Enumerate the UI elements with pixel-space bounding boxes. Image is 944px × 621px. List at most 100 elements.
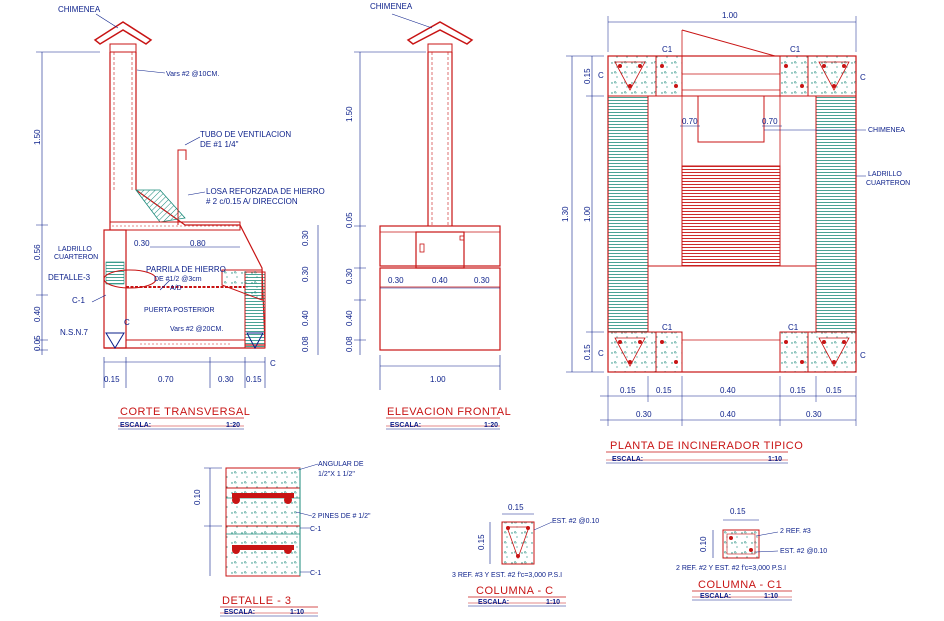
corte-dim-b070: 0.70 bbox=[158, 375, 174, 384]
columna-c bbox=[468, 513, 566, 607]
corte-losa-label-1: LOSA REFORZADA DE HIERRO bbox=[206, 187, 325, 196]
elev-scale-value: 1:20 bbox=[484, 422, 498, 429]
det3-c1-label-a: C-1 bbox=[310, 526, 321, 533]
colc1-dim-015: 0.15 bbox=[730, 507, 746, 516]
planta-incinerador bbox=[566, 16, 866, 464]
corte-dim-030: 0.30 bbox=[134, 239, 150, 248]
corte-escala-label: ESCALA: bbox=[120, 422, 151, 429]
planta-dim-070a: 0.70 bbox=[682, 117, 698, 126]
det3-dim-v010: 0.10 bbox=[193, 489, 202, 505]
colc1-escala-label: ESCALA: bbox=[700, 593, 731, 600]
colc-scale-value: 1:10 bbox=[546, 599, 560, 606]
colc1-spec-label: 2 REF. #2 Y EST. #2 f'c=3,000 P.S.I bbox=[676, 565, 786, 572]
corte-parrilla-label-2: DE #1/2 @3cm bbox=[154, 276, 202, 283]
planta-c-bl: C bbox=[598, 349, 604, 358]
colc-est-label: EST. #2 @0.10 bbox=[552, 518, 599, 525]
colc-escala-label: ESCALA: bbox=[478, 599, 509, 606]
elev-dim-total: 1.00 bbox=[430, 375, 446, 384]
corte-dim-r030b: 0.30 bbox=[301, 266, 310, 282]
det3-angular-label-2: 1/2"X 1 1/2" bbox=[318, 471, 355, 478]
planta-dim-b1-1: 0.15 bbox=[656, 386, 672, 395]
colc1-ref-label: 2 REF. #3 bbox=[780, 528, 811, 535]
colc1-est-label: EST. #2 @0.10 bbox=[780, 548, 827, 555]
corte-parrilla-label-1: PARRILA DE HIERRO bbox=[146, 265, 226, 274]
corte-varas-bottom-label: Vars #2 @20CM. bbox=[170, 326, 223, 333]
corte-dim-r030a: 0.30 bbox=[301, 230, 310, 246]
planta-title: PLANTA DE INCINERADOR TIPICO bbox=[610, 440, 803, 452]
corte-tubo-label-1: TUBO DE VENTILACION bbox=[200, 130, 291, 139]
planta-c1-tr: C1 bbox=[790, 45, 801, 54]
det3-c1-label-b: C-1 bbox=[310, 570, 321, 577]
elev-escala-label: ESCALA: bbox=[390, 422, 421, 429]
corte-dim-v040: 0.40 bbox=[33, 306, 42, 322]
planta-dim-b1-2: 0.40 bbox=[720, 386, 736, 395]
corte-puerta-label: PUERTA POSTERIOR bbox=[144, 307, 215, 314]
corte-detalle-label: DETALLE-3 bbox=[48, 273, 91, 282]
elev-dim-v150: 1.50 bbox=[345, 106, 354, 122]
colc1-dim-v010: 0.10 bbox=[699, 536, 708, 552]
elev-dim-v040: 0.40 bbox=[345, 310, 354, 326]
colc1-scale-value: 1:10 bbox=[764, 593, 778, 600]
elev-dim-v005: 0.05 bbox=[345, 212, 354, 228]
elev-chimenea-label: CHIMENEA bbox=[370, 2, 413, 11]
planta-c-br: C bbox=[860, 351, 866, 360]
corte-c1-label: C-1 bbox=[72, 296, 85, 305]
corte-ladrillo-label-2: CUARTERON bbox=[54, 254, 98, 261]
det3-title: DETALLE - 3 bbox=[222, 595, 292, 607]
detalle-3 bbox=[204, 463, 319, 617]
corte-transversal bbox=[36, 13, 319, 430]
elevacion-frontal bbox=[354, 13, 501, 430]
corte-parrilla-label-3: A/D bbox=[170, 285, 182, 292]
det3-scale-value: 1:10 bbox=[290, 609, 304, 616]
colc-title: COLUMNA - C bbox=[476, 585, 554, 597]
planta-dim-b1-3: 0.15 bbox=[790, 386, 806, 395]
det3-angular-label-1: ANGULAR DE bbox=[318, 461, 364, 468]
corte-dim-b015b: 0.15 bbox=[246, 375, 262, 384]
corte-ladrillo-label-1: LADRILLO bbox=[58, 246, 92, 253]
colc-spec-label: 3 REF. #3 Y EST. #2 f'c=3,000 P.S.I bbox=[452, 572, 562, 579]
elev-title: ELEVACION FRONTAL bbox=[387, 406, 511, 418]
corte-dim-v056: 0.56 bbox=[33, 244, 42, 260]
corte-nsn-label: N.S.N.7 bbox=[60, 328, 89, 337]
planta-ladrillo-label-1: LADRILLO bbox=[868, 171, 902, 178]
planta-c1-tl: C1 bbox=[662, 45, 673, 54]
elev-dim-040: 0.40 bbox=[432, 276, 448, 285]
corte-dim-r040: 0.40 bbox=[301, 310, 310, 326]
planta-scale-value: 1:10 bbox=[768, 456, 782, 463]
corte-dim-v150: 1.50 bbox=[33, 129, 42, 145]
det3-pines-label: 2 PINES DE # 1/2" bbox=[312, 513, 371, 520]
planta-dim-b2-2: 0.30 bbox=[806, 410, 822, 419]
corte-c-label-b: C bbox=[270, 359, 276, 368]
elev-dim-v008: 0.08 bbox=[345, 336, 354, 352]
corte-chimenea-label: CHIMENEA bbox=[58, 5, 101, 14]
planta-ladrillo-label-2: CUARTERON bbox=[866, 180, 910, 187]
corte-dim-080: 0.80 bbox=[190, 239, 206, 248]
corte-dim-r008: 0.08 bbox=[301, 336, 310, 352]
planta-dim-v015a: 0.15 bbox=[583, 68, 592, 84]
corte-dim-b030: 0.30 bbox=[218, 375, 234, 384]
corte-dim-b015a: 0.15 bbox=[104, 375, 120, 384]
planta-dim-top: 1.00 bbox=[722, 11, 738, 20]
elev-dim-030b: 0.30 bbox=[474, 276, 490, 285]
corte-tubo-label-2: DE #1 1/4" bbox=[200, 140, 239, 149]
det3-escala-label: ESCALA: bbox=[224, 609, 255, 616]
corte-dim-v005: 0.05 bbox=[33, 335, 42, 351]
planta-dim-b1-4: 0.15 bbox=[826, 386, 842, 395]
colc-dim-v015: 0.15 bbox=[477, 534, 486, 550]
colc1-title: COLUMNA - C1 bbox=[698, 579, 782, 591]
planta-c1-bl: C1 bbox=[662, 323, 673, 332]
planta-c-tl: C bbox=[598, 71, 604, 80]
columna-c1 bbox=[692, 519, 792, 601]
corte-scale-value: 1:20 bbox=[226, 422, 240, 429]
corte-losa-label-2: # 2 c/0.15 A/ DIRECCION bbox=[206, 197, 298, 206]
corte-varas-top-label: Vars #2 @10CM. bbox=[166, 71, 219, 78]
planta-dim-v015b: 0.15 bbox=[583, 344, 592, 360]
planta-dim-b2-0: 0.30 bbox=[636, 410, 652, 419]
planta-c1-br: C1 bbox=[788, 323, 799, 332]
planta-dim-v100: 1.00 bbox=[583, 206, 592, 222]
planta-dim-b2-1: 0.40 bbox=[720, 410, 736, 419]
colc-dim-015: 0.15 bbox=[508, 503, 524, 512]
planta-escala-label: ESCALA: bbox=[612, 456, 643, 463]
planta-c-tr: C bbox=[860, 73, 866, 82]
